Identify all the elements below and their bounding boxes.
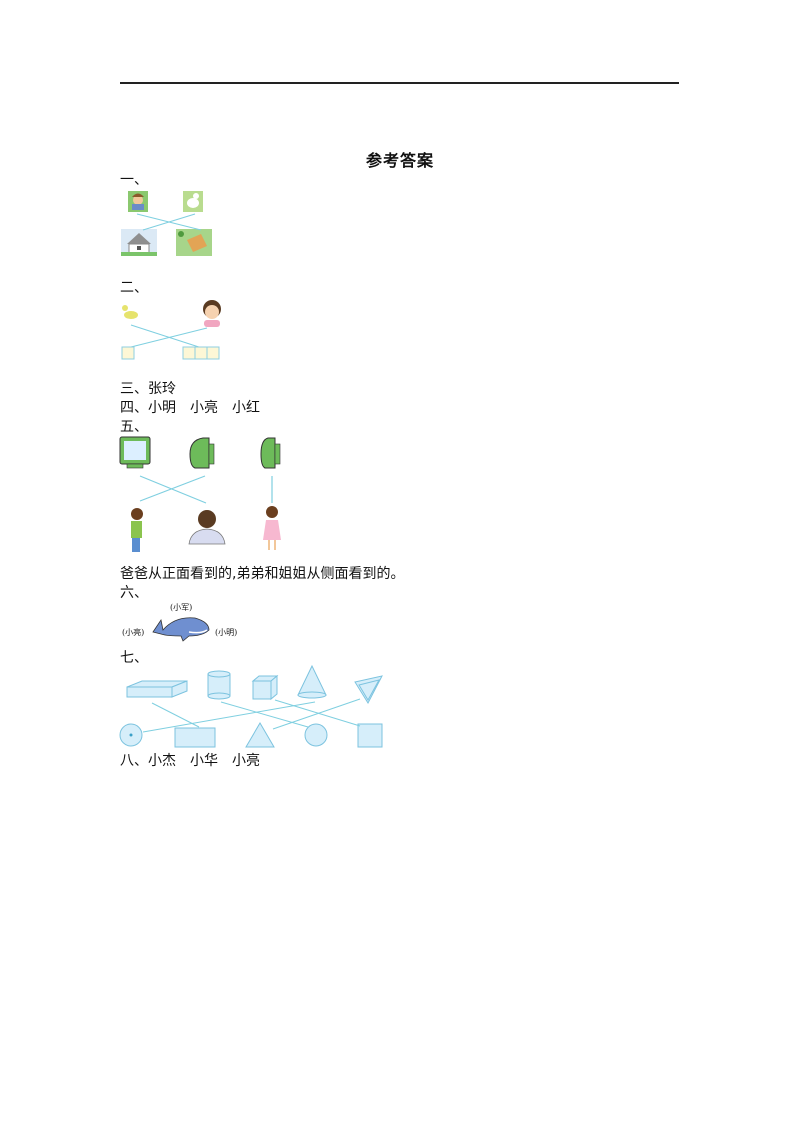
- girl-face-icon: [203, 300, 221, 327]
- section-3-answer: 三、张玲: [120, 381, 176, 397]
- cone-icon: [297, 664, 327, 699]
- page-title: 参考答案: [365, 151, 434, 170]
- section-6-whale: (小军) (小亮) (小明): [115, 600, 255, 645]
- section-7-label: 七、: [120, 650, 148, 666]
- book-picture-icon: [176, 229, 212, 256]
- section-6-label: 六、: [120, 585, 148, 601]
- section-7-matching: [115, 662, 390, 752]
- header-rule: [120, 82, 679, 84]
- section-4-answer: 四、小明 小亮 小红: [120, 400, 260, 416]
- chick-icon: [122, 305, 138, 319]
- section-2-label: 二、: [120, 280, 148, 296]
- girl-picture-icon: [128, 191, 148, 212]
- cube-icon: [251, 674, 279, 701]
- sheep-picture-icon: [183, 191, 203, 212]
- three-squares-icon: [182, 346, 220, 360]
- section-5-label: 五、: [120, 419, 148, 435]
- cylinder-icon: [207, 670, 231, 700]
- circle-face-icon: [304, 723, 328, 747]
- section-1-label: 一、: [120, 172, 148, 188]
- section-5-matching: [115, 434, 295, 558]
- father-back-icon: [188, 510, 226, 545]
- circle-dot-face-icon: [119, 723, 143, 747]
- triangular-prism-icon: [354, 675, 383, 705]
- section-8-answer: 八、小杰 小华 小亮: [120, 753, 260, 769]
- rectangle-face-icon: [174, 727, 216, 748]
- monitor-side-icon: [189, 437, 215, 469]
- cuboid-icon: [126, 680, 188, 698]
- triangle-face-icon: [245, 722, 275, 748]
- monitor-front-icon: [119, 436, 151, 469]
- top-view-label: (小军): [170, 603, 193, 612]
- section-5-caption: 爸爸从正面看到的,弟弟和姐姐从侧面看到的。: [120, 566, 405, 582]
- girl-side-icon: [263, 506, 281, 550]
- right-view-label: (小明): [215, 628, 238, 637]
- left-view-label: (小亮): [122, 628, 145, 637]
- one-square-icon: [121, 346, 135, 360]
- monitor-side-icon-2: [260, 437, 281, 469]
- boy-side-icon: [131, 508, 143, 552]
- section-2-matching: [115, 296, 230, 364]
- whale-icon: [152, 617, 210, 642]
- square-face-icon: [357, 723, 383, 748]
- section-1-matching: [115, 186, 225, 261]
- house-picture-icon: [121, 229, 157, 256]
